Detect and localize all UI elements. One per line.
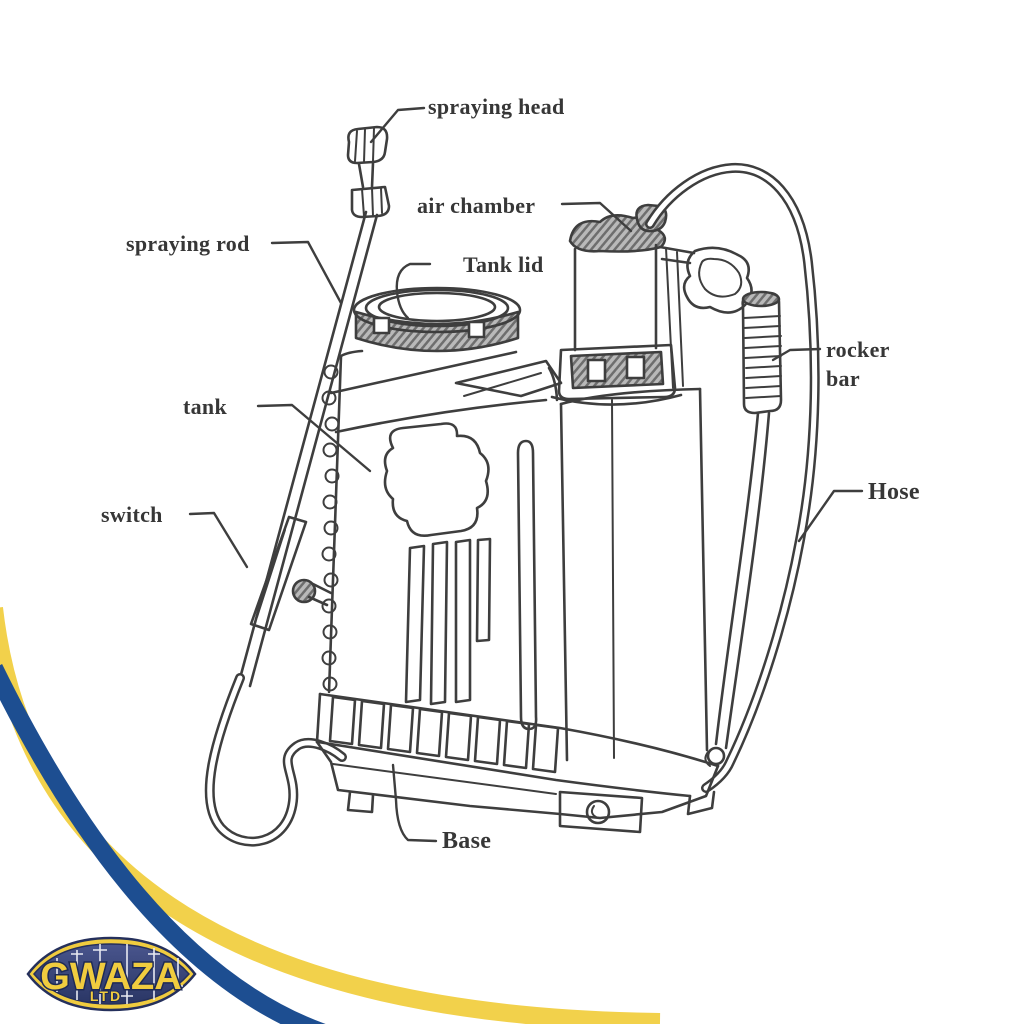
label-tank-lid: Tank lid xyxy=(463,252,544,277)
label-air-chamber: air chamber xyxy=(417,193,536,218)
logo-survey-lines xyxy=(51,944,183,1004)
label-base: Base xyxy=(442,828,492,854)
rocker-bar-part xyxy=(704,290,783,767)
leader-spraying-rod xyxy=(270,240,343,305)
hose-right-part xyxy=(645,162,820,793)
leader-spraying-head xyxy=(369,106,426,144)
label-rocker-bar: rocker bar xyxy=(826,335,890,393)
leader-base xyxy=(391,763,438,843)
hose-left-part xyxy=(204,673,347,847)
tank-coil-edge xyxy=(321,364,340,692)
label-tank: tank xyxy=(183,394,227,419)
label-switch: switch xyxy=(101,502,163,527)
sprayer-illustration xyxy=(188,106,864,847)
spraying-rod-part xyxy=(237,210,379,688)
logo-inner-lens xyxy=(33,943,190,1005)
leader-rocker-bar xyxy=(771,347,822,362)
leader-air-chamber xyxy=(560,201,633,233)
logo-ltd-text: LTD xyxy=(90,988,122,1004)
leader-tank xyxy=(256,403,372,473)
tank-lid-part xyxy=(352,286,522,353)
rear-tank-part xyxy=(559,387,709,762)
gwaza-logo: GWAZA LTD xyxy=(26,936,197,1012)
label-spraying-head: spraying head xyxy=(428,94,565,119)
corner-stripes xyxy=(0,606,661,1024)
spraying-head-part xyxy=(346,125,391,219)
leader-hose xyxy=(797,489,864,543)
leader-switch xyxy=(188,511,249,569)
base-part xyxy=(315,692,720,834)
label-rocker-bar-line2: bar xyxy=(826,366,860,391)
air-chamber-part xyxy=(550,203,683,406)
label-hose: Hose xyxy=(868,479,920,505)
switch-part xyxy=(249,515,333,632)
leader-tank-lid xyxy=(395,262,432,320)
label-spraying-rod: spraying rod xyxy=(126,231,250,256)
stripe-blue xyxy=(0,664,326,1024)
leader-lines xyxy=(188,106,864,843)
label-rocker-bar-line1: rocker xyxy=(826,337,890,362)
logo-brand-text: GWAZA xyxy=(40,956,181,998)
tank-part xyxy=(321,349,563,731)
clip-part xyxy=(658,245,753,389)
